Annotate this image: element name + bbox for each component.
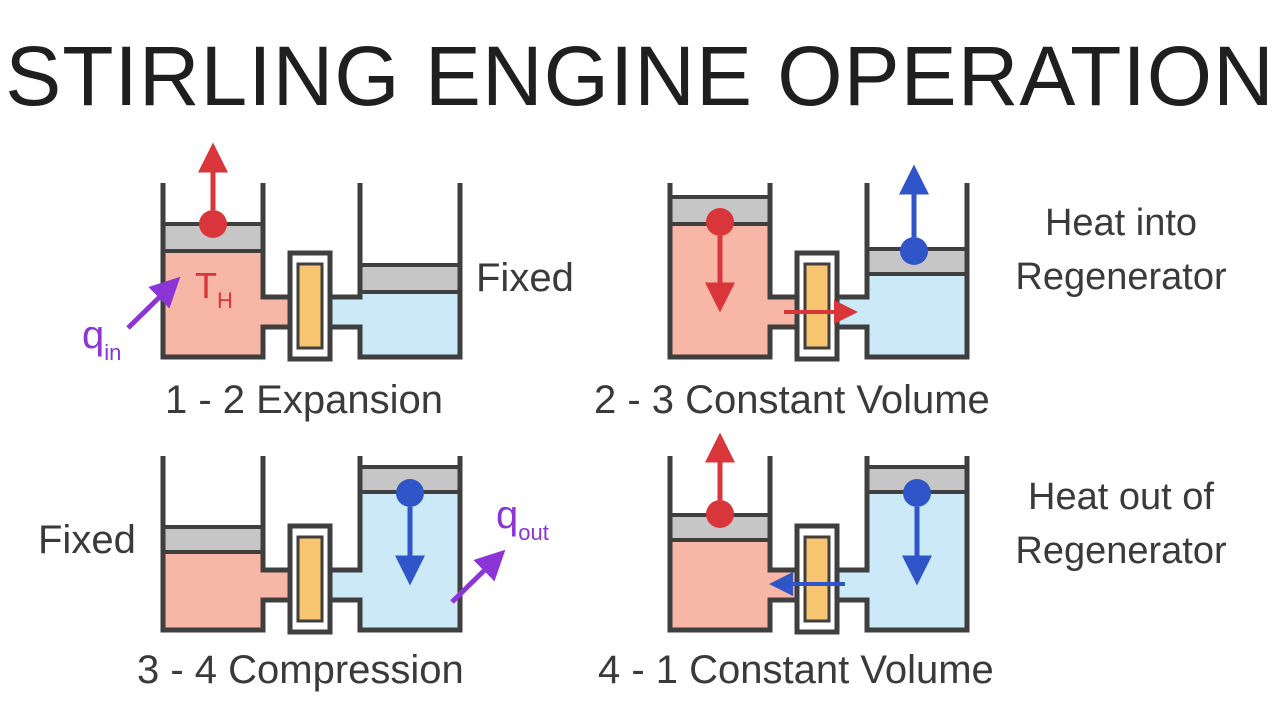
hot-gas <box>163 552 263 630</box>
cold-piston <box>358 263 462 294</box>
cold-gas <box>360 292 460 357</box>
caption-stage-4: 4 - 1 Constant Volume <box>598 648 994 692</box>
hot-piston-dot <box>706 208 734 236</box>
note-stage-4: Heat out of Regenerator <box>1000 470 1242 578</box>
cold-cylinder-wall <box>837 183 970 360</box>
heat-in-arrow <box>126 276 181 330</box>
cold-gas <box>867 274 967 357</box>
heat-out-label: qout <box>496 493 549 545</box>
piston-dot <box>396 479 424 507</box>
cold-piston-dot <box>903 479 931 507</box>
cold-cylinder-wall <box>330 456 463 633</box>
caption-stage-1: 1 - 2 Expansion <box>165 378 443 422</box>
stage-3-compression: qout <box>160 456 549 635</box>
note-line-2: Regenerator <box>1015 256 1227 298</box>
piston-dot <box>199 210 227 238</box>
hot-piston <box>161 525 265 554</box>
hot-cylinder-wall <box>667 456 797 633</box>
note-line-1: Heat out of <box>1028 476 1214 518</box>
cold-cylinder-wall <box>330 183 463 360</box>
cold-cylinder-wall <box>837 456 970 633</box>
fixed-label-stage-3: Fixed <box>38 518 136 562</box>
caption-stage-3: 3 - 4 Compression <box>137 648 464 692</box>
heat-out-arrow <box>450 549 506 604</box>
stage-4-constant-volume <box>667 432 970 635</box>
regenerator <box>296 535 324 623</box>
regenerator <box>296 262 324 350</box>
hot-cylinder-wall <box>667 183 797 360</box>
cold-connector-gas <box>330 570 360 600</box>
heat-in-label: qin <box>82 313 121 365</box>
temp-label: TH <box>195 265 233 313</box>
hot-cylinder-wall <box>160 456 290 633</box>
hot-piston-dot <box>706 500 734 528</box>
note-line-2: Regenerator <box>1015 530 1227 572</box>
fixed-label-stage-1: Fixed <box>476 256 574 300</box>
regenerator <box>803 262 831 350</box>
page-title: STIRLING ENGINE OPERATION <box>5 29 1275 123</box>
hot-gas <box>670 540 770 630</box>
regenerator <box>803 535 831 623</box>
cold-piston-dot <box>900 237 928 265</box>
stage-2-constant-volume <box>667 164 970 362</box>
caption-stage-2: 2 - 3 Constant Volume <box>594 378 990 422</box>
note-stage-2: Heat into Regenerator <box>1000 196 1242 304</box>
cold-connector-gas <box>330 297 360 327</box>
stage-1-expansion: TH qin <box>82 142 463 365</box>
note-line-1: Heat into <box>1044 202 1198 244</box>
